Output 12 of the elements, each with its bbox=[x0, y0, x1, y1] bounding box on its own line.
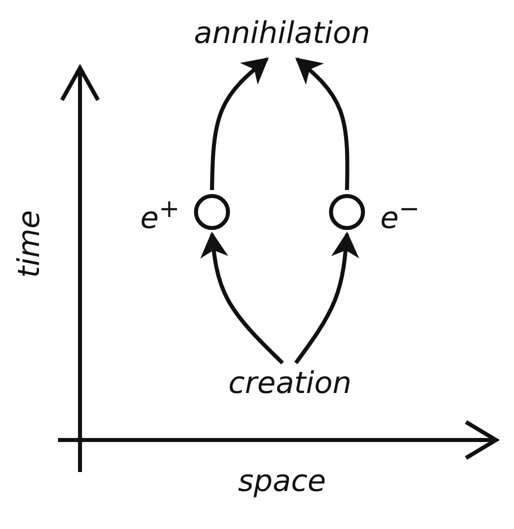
arrow bbox=[294, 232, 360, 364]
particle-label: e$^{−}$ bbox=[379, 196, 421, 234]
arrow bbox=[200, 232, 284, 364]
axis-label: space bbox=[236, 467, 327, 497]
particle-label: e$^{+}$ bbox=[139, 196, 181, 234]
arrow bbox=[210, 57, 269, 190]
particle-circle bbox=[194, 194, 230, 230]
event-label: annihilation bbox=[187, 19, 377, 49]
arrow bbox=[295, 57, 350, 190]
particle-circle bbox=[329, 194, 365, 230]
event-label: creation bbox=[220, 369, 360, 399]
axis-label: time bbox=[15, 209, 45, 280]
